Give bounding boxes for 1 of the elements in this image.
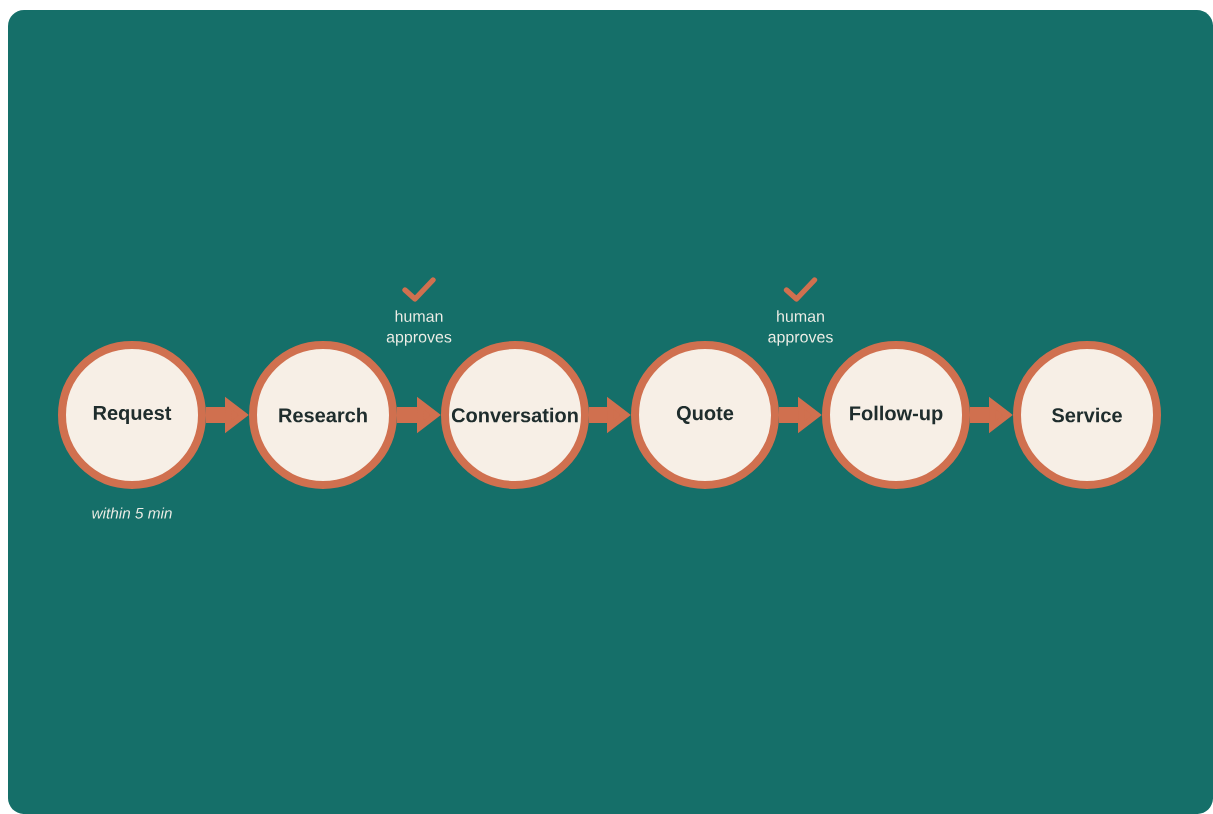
time-note: within 5 min <box>92 507 172 519</box>
